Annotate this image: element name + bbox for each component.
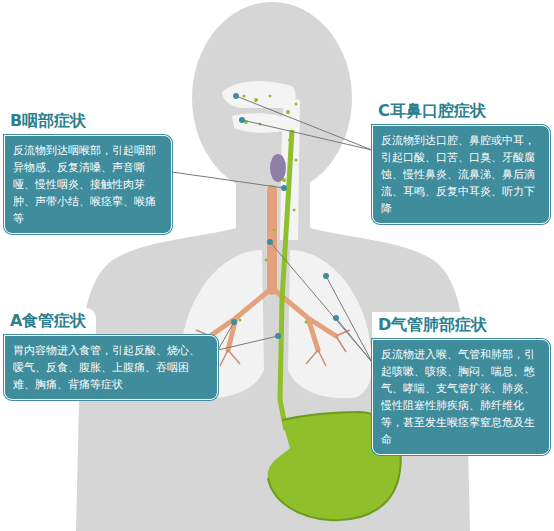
leader-dot xyxy=(233,93,239,99)
callout-heading: A食管症状 xyxy=(4,308,96,335)
droplet xyxy=(239,319,242,322)
head-silhouette xyxy=(192,2,352,194)
droplet xyxy=(243,95,246,98)
symptom-callout: C耳鼻口腔症状反流物到达口腔、鼻腔或中耳，引起口酸、口苦、口臭、牙酸腐蚀、慢性鼻… xyxy=(372,98,550,224)
leader-dot xyxy=(275,333,281,339)
oral-cavity xyxy=(232,113,286,133)
droplet xyxy=(269,95,272,98)
droplet xyxy=(265,259,268,262)
reflux-droplets xyxy=(239,95,308,324)
droplet xyxy=(288,138,292,142)
leader-line xyxy=(270,242,372,362)
droplet xyxy=(273,229,276,232)
esophagus xyxy=(280,130,292,430)
leader-dot xyxy=(239,117,245,123)
callout-body: 反流物进入喉、气管和肺部，引起咳嗽、咳痰、胸闷、喘息、憋气、哮喘、支气管扩张、肺… xyxy=(372,339,550,455)
droplet xyxy=(254,98,258,102)
leader-lines xyxy=(172,96,372,362)
leader-line xyxy=(236,96,372,150)
leader-line xyxy=(172,172,284,188)
symptom-callout: A食管症状胃内容物进入食管，引起反酸、烧心、嗳气、反食、腹胀、上腹痛、吞咽困难、… xyxy=(4,308,218,400)
callout-heading: D气管肺部症状 xyxy=(372,312,497,339)
droplet xyxy=(286,110,290,114)
leader-dot xyxy=(231,319,237,325)
leader-line xyxy=(336,318,372,362)
callout-body: 反流物到达口腔、鼻腔或中耳，引起口酸、口苦、口臭、牙酸腐蚀、慢性鼻炎、流鼻涕、鼻… xyxy=(372,125,550,224)
trachea xyxy=(267,190,277,290)
right-lung xyxy=(288,250,372,398)
droplet xyxy=(295,103,298,106)
callout-heading: C耳鼻口腔症状 xyxy=(372,98,496,125)
leader-line xyxy=(218,322,234,350)
callout-body: 胃内容物进入食管，引起反酸、烧心、嗳气、反食、腹胀、上腹痛、吞咽困难、胸痛、背痛… xyxy=(4,335,218,400)
droplet xyxy=(293,209,296,212)
symptom-callout: D气管肺部症状反流物进入喉、气管和肺部，引起咳嗽、咳痰、胸闷、喘息、憋气、哮喘、… xyxy=(372,312,550,455)
leader-dot xyxy=(323,273,329,279)
droplet xyxy=(305,321,308,324)
callout-body: 反流物到达咽喉部，引起咽部异物感、反复清嗓、声音嘶哑、慢性咽炎、接触性肉芽肿、声… xyxy=(4,135,172,234)
leader-dot xyxy=(267,239,273,245)
leader-dot xyxy=(281,185,287,191)
leader-line xyxy=(218,336,278,350)
droplet xyxy=(282,178,286,182)
symptom-callout: B咽部症状反流物到达咽喉部，引起咽部异物感、反复清嗓、声音嘶哑、慢性咽炎、接触性… xyxy=(4,108,172,234)
leader-line xyxy=(242,120,372,150)
droplet xyxy=(295,159,298,162)
larynx xyxy=(270,154,286,182)
leader-dot xyxy=(333,315,339,321)
callout-heading: B咽部症状 xyxy=(4,108,96,135)
leader-dots xyxy=(231,93,339,339)
leader-line xyxy=(326,276,372,362)
